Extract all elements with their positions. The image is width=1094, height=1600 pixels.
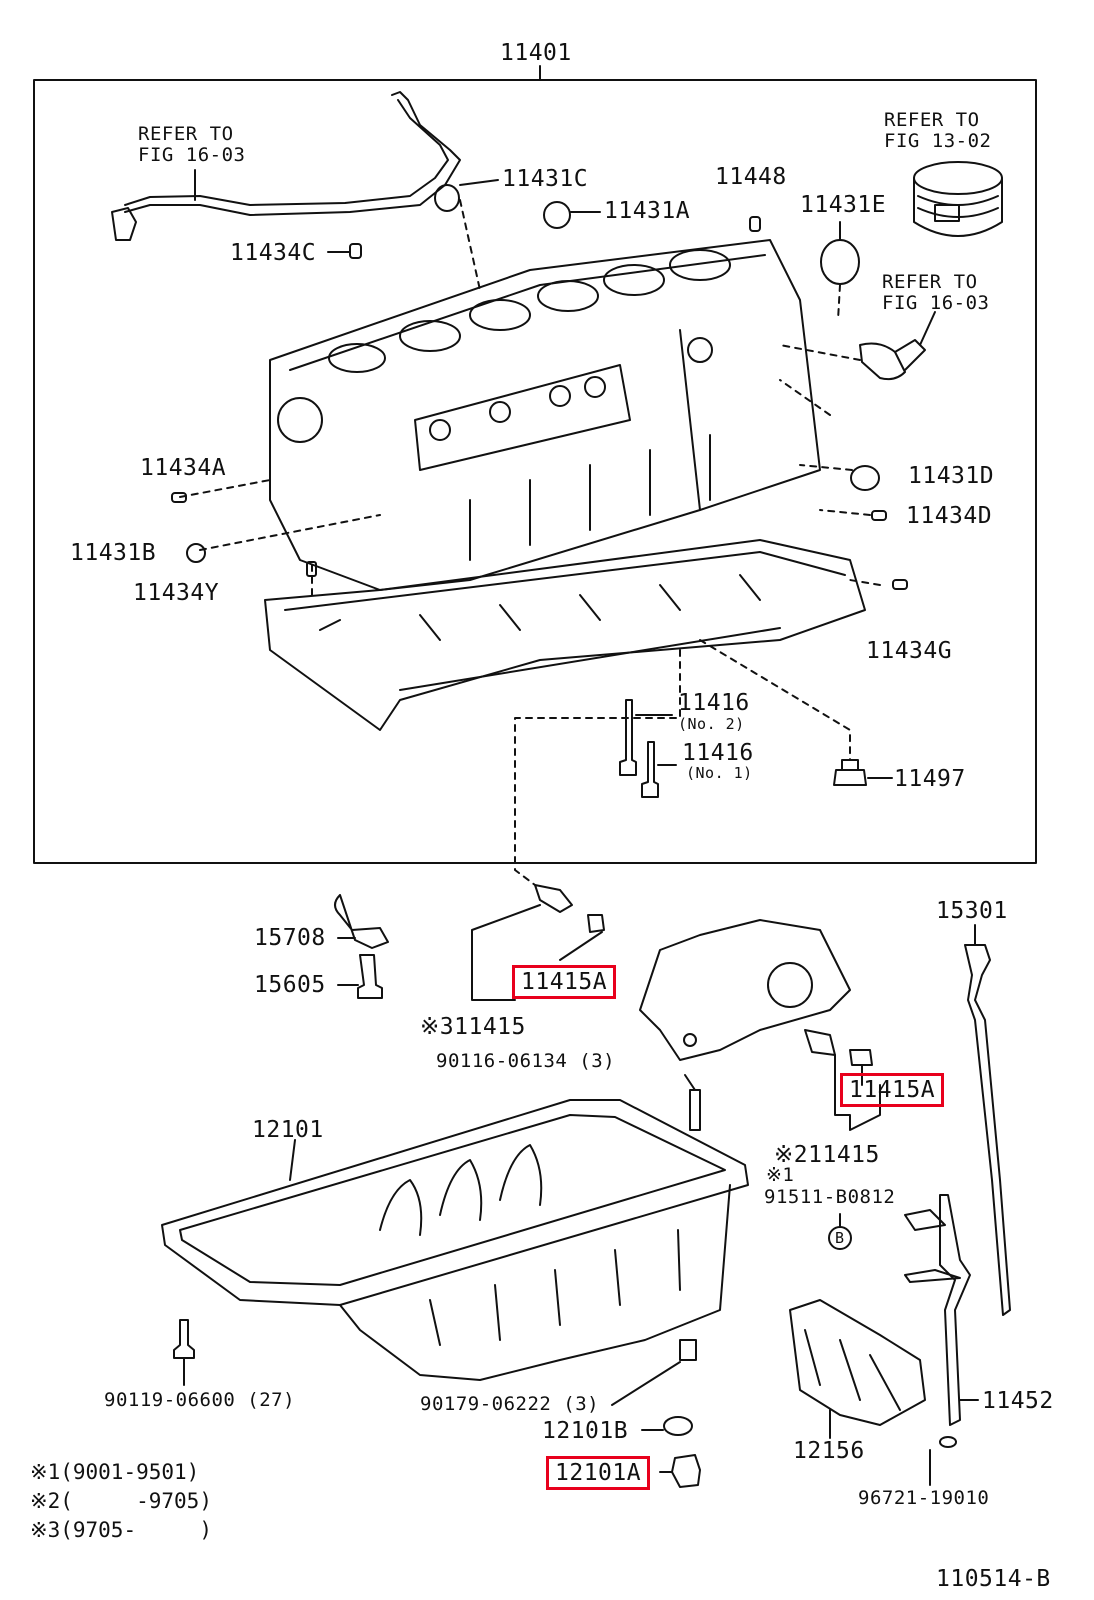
part-12101b-label[interactable]: 12101B (542, 1418, 629, 1444)
part-11416-no1-sub: (No. 1) (686, 764, 753, 782)
part-11416-no1-label[interactable]: 11416 (682, 740, 754, 766)
part-11434a-label[interactable]: 11434A (140, 455, 227, 481)
pin-11434Y (306, 561, 317, 577)
pin-11448 (749, 216, 761, 232)
pin-11434A (171, 492, 187, 503)
plug-11431D (850, 465, 880, 491)
figure-code: 110514-B (936, 1566, 1051, 1592)
part-11434y-label[interactable]: 11434Y (133, 580, 220, 606)
part-211415-label[interactable]: ※211415 (774, 1142, 880, 1168)
part-11452-label[interactable]: 11452 (982, 1388, 1054, 1414)
stiffener-plate (639, 919, 851, 1061)
bolt-marker-b: B (835, 1229, 845, 1247)
part-15605-label[interactable]: 15605 (254, 972, 326, 998)
note-1-marker: ※1 (766, 1164, 795, 1186)
note-3: ※3(9705- ) (30, 1518, 212, 1542)
date-range-notes: ※1(9001-9501) ※2( -9705) ※3(9705- ) (30, 1458, 212, 1545)
pin-11434D (871, 510, 887, 521)
note-1: ※1(9001-9501) (30, 1460, 200, 1484)
refer-to-fig-13-02[interactable]: REFER TO FIG 13-02 (884, 109, 992, 152)
cylinder-block-illustration (264, 239, 866, 731)
cylinder-block-group-frame (33, 79, 1037, 864)
part-11416-no2-sub: (No. 2) (678, 715, 745, 733)
plug-11431C (434, 184, 460, 212)
part-11431b-label[interactable]: 11431B (70, 540, 157, 566)
part-11416-no2-label[interactable]: 11416 (678, 690, 750, 716)
part-11448-label[interactable]: 11448 (715, 164, 787, 190)
part-12101-label[interactable]: 12101 (252, 1117, 324, 1143)
part-15301-label[interactable]: 15301 (936, 898, 1008, 924)
part-96721-19010-label[interactable]: 96721-19010 (858, 1487, 990, 1509)
part-11434c-label[interactable]: 11434C (230, 240, 317, 266)
fitting-11497 (833, 759, 867, 786)
bolt-11416-no1 (641, 741, 659, 798)
oil-pan-illustration (161, 1099, 749, 1381)
refer-to-fig-16-03-left[interactable]: REFER TO FIG 16-03 (138, 123, 246, 166)
part-90119-06600-label[interactable]: 90119-06600 (27) (104, 1389, 296, 1411)
part-11431e-label[interactable]: 11431E (800, 192, 887, 218)
part-11415a-left-highlighted[interactable]: 11415A (512, 965, 617, 999)
baffle-plate-12156 (789, 1299, 926, 1426)
refer-to-fig-16-03-right[interactable]: REFER TO FIG 16-03 (882, 271, 990, 314)
plug-11431A (543, 201, 571, 229)
part-11497-label[interactable]: 11497 (894, 766, 966, 792)
part-11431d-label[interactable]: 11431D (908, 463, 995, 489)
part-11434g-label[interactable]: 11434G (866, 638, 953, 664)
part-11431c-label[interactable]: 11431C (502, 166, 589, 192)
part-11431a-label[interactable]: 11431A (604, 198, 691, 224)
part-11434d-label[interactable]: 11434D (906, 503, 993, 529)
bolt-11416-no2 (619, 699, 637, 776)
part-15708-label[interactable]: 15708 (254, 925, 326, 951)
pin-11434G (892, 579, 908, 590)
part-11415a-right-highlighted[interactable]: 11415A (840, 1073, 945, 1107)
part-90116-06134-label[interactable]: 90116-06134 (3) (436, 1050, 616, 1072)
part-12101a-highlighted[interactable]: 12101A (546, 1456, 651, 1490)
part-12156-label[interactable]: 12156 (793, 1438, 865, 1464)
plug-11431B (186, 543, 206, 563)
piston-illustration (913, 161, 1003, 237)
part-90179-06222-label[interactable]: 90179-06222 (3) (420, 1393, 600, 1415)
note-2: ※2( -9705) (30, 1489, 212, 1513)
part-91511-b0812-label[interactable]: 91511-B0812 (764, 1186, 896, 1208)
group-label-11401: 11401 (500, 40, 572, 66)
part-311415-label[interactable]: ※311415 (420, 1014, 526, 1040)
dipstick-15301 (964, 944, 1011, 1316)
